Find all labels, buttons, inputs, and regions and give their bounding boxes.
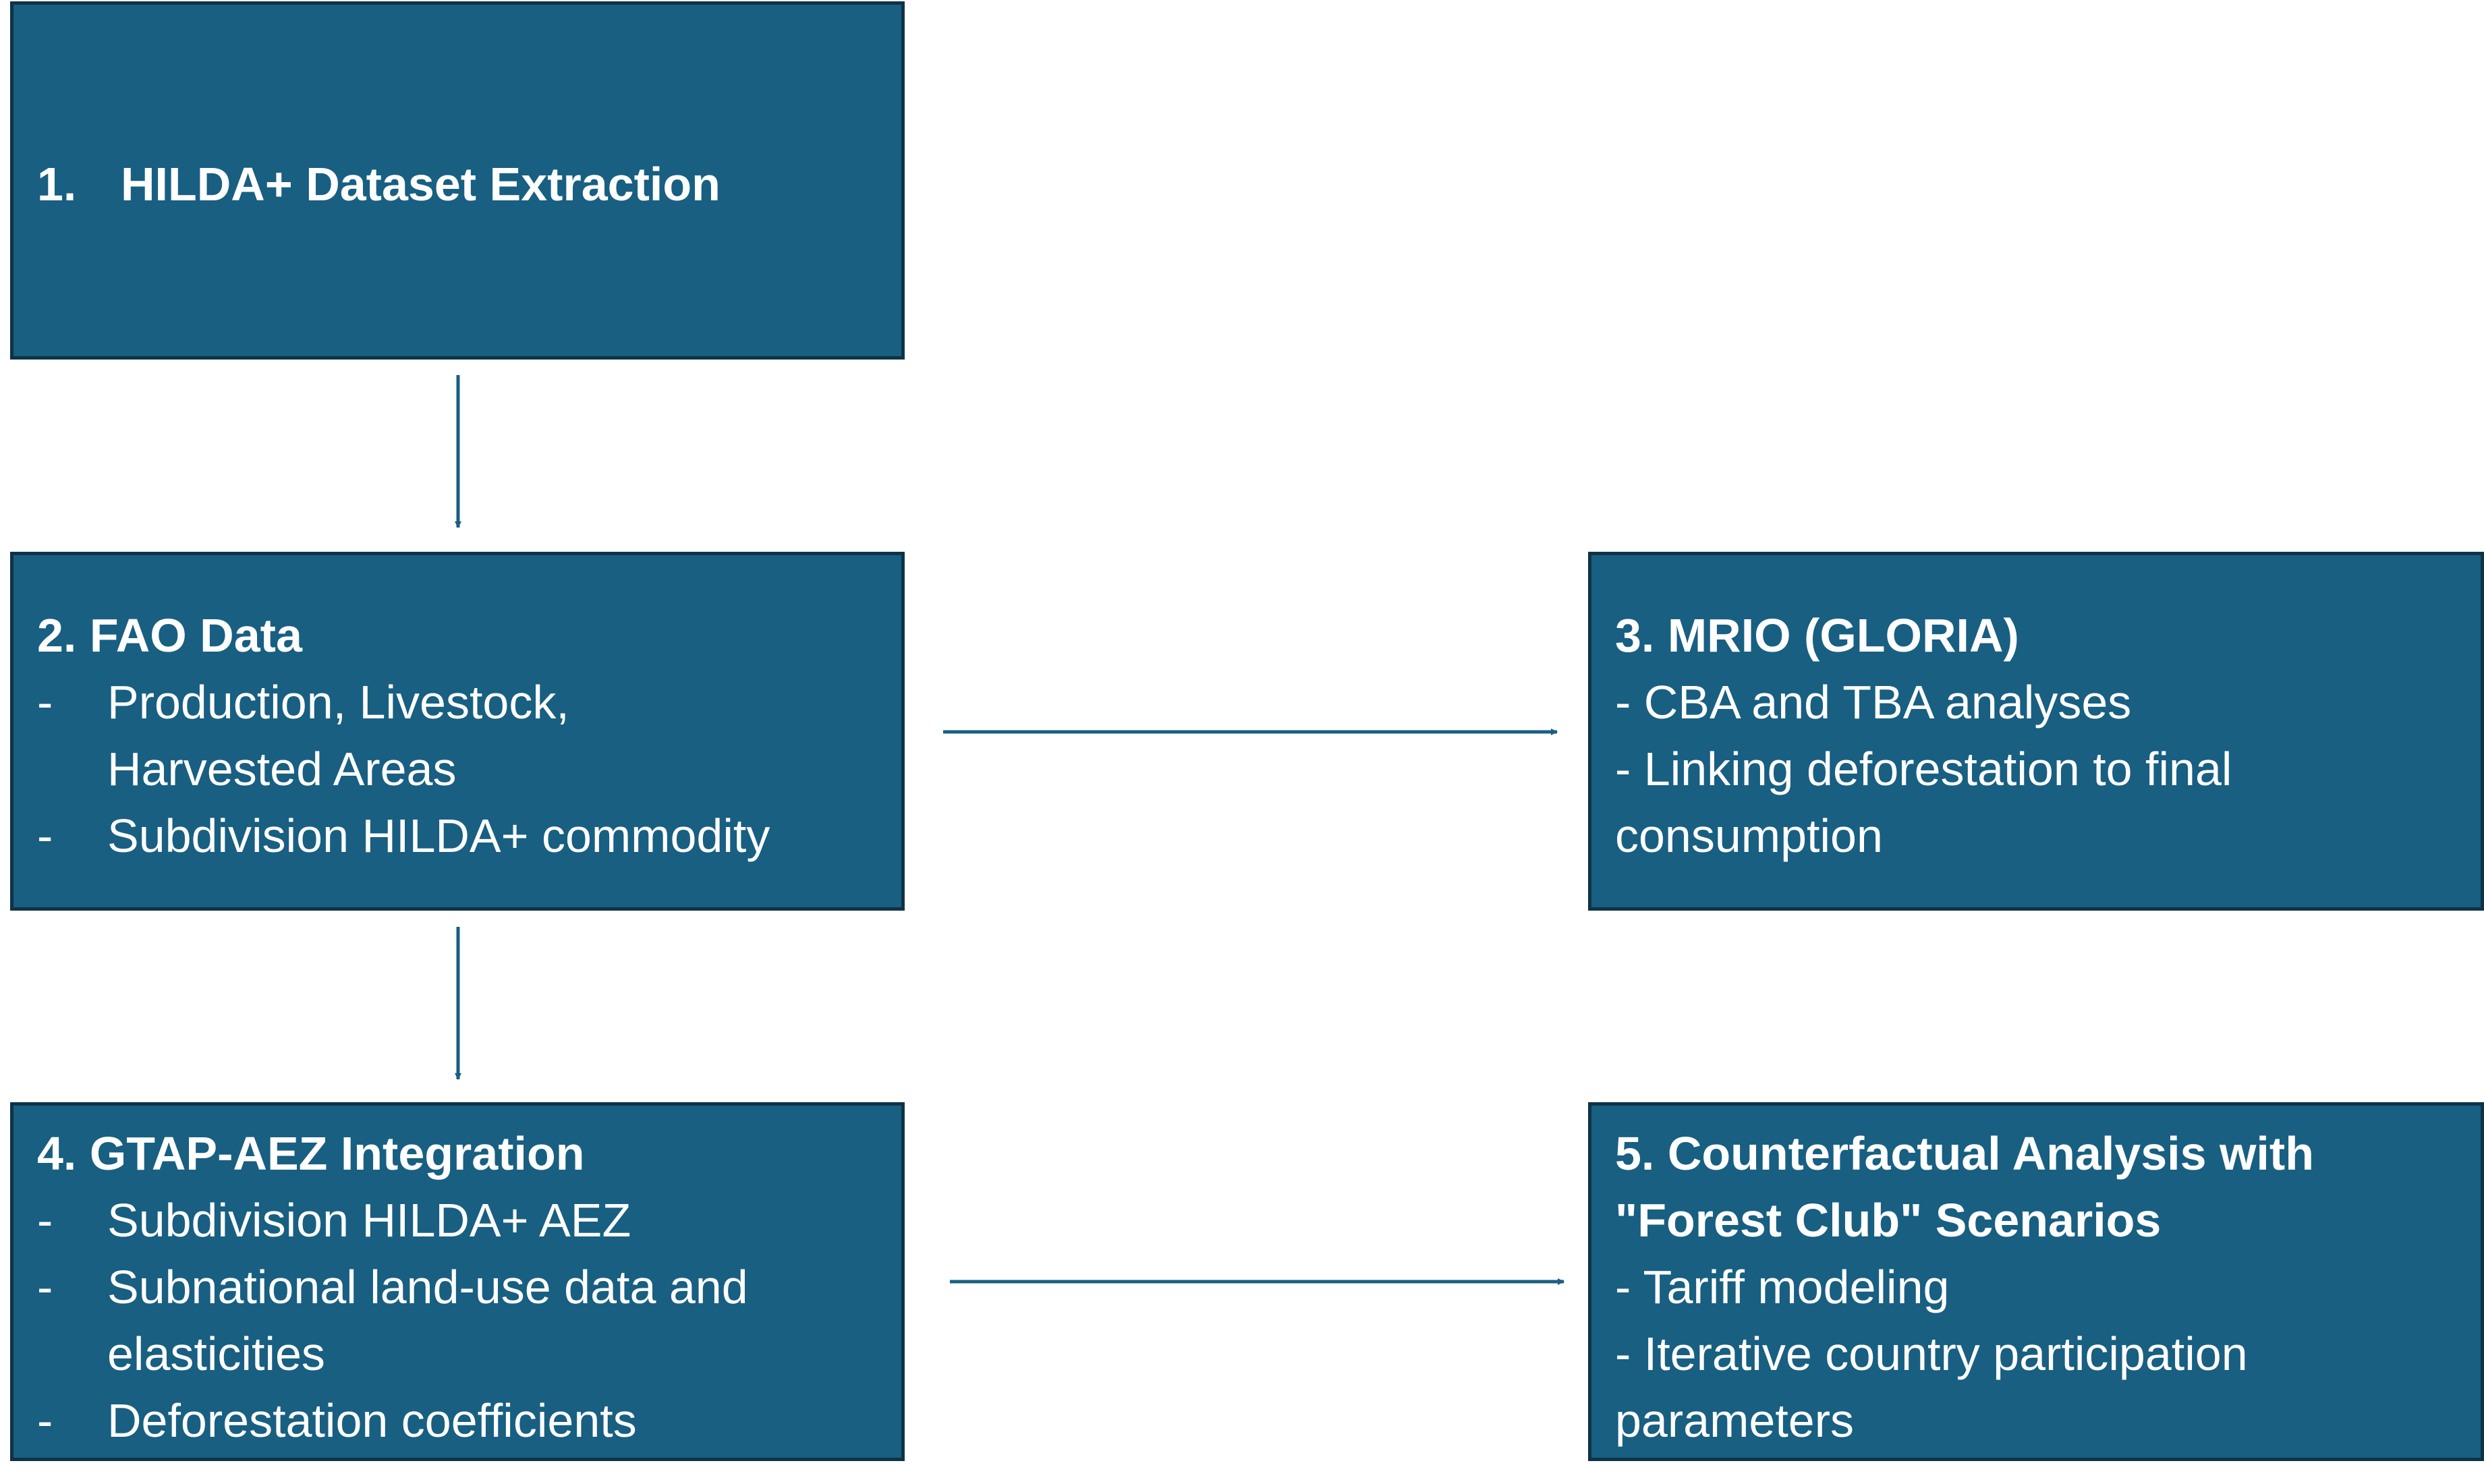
bullet-dash: - [37,1394,53,1447]
step-4-item: - Subdivision HILDA+ AEZ [37,1187,888,1254]
step-1-title-text: HILDA+ Dataset Extraction [121,158,721,210]
step-5-line: parameters [1615,1394,1855,1447]
step-4-item-line: elasticities [107,1328,325,1380]
step-4-gtap-box: 4. GTAP-AEZ Integration - Subdivision HI… [10,1102,905,1461]
step-4-title: 4. GTAP-AEZ Integration [37,1127,585,1180]
step-4-item-line: Subnational land-use data and [107,1261,748,1313]
step-4-item: - Deforestation coefficients [37,1388,888,1454]
step-3-mrio-box: 3. MRIO (GLORIA) - CBA and TBA analyses … [1588,552,2484,911]
step-5-counterfactual-box: 5. Counterfactual Analysis with "Forest … [1588,1102,2484,1461]
step-2-title: 2. FAO Data [37,609,302,662]
bullet-dash: - [37,809,53,862]
step-5-title-line: 5. Counterfactual Analysis with [1615,1127,2314,1180]
step-3-title: 3. MRIO (GLORIA) [1615,609,2019,662]
step-2-item: - Production, Livestock, Harvested Areas [37,669,888,803]
bullet-dash: - [37,1261,53,1313]
bullet-dash: - [37,1194,53,1247]
step-5-line: - Tariff modeling [1615,1261,1950,1313]
step-3-line: - Linking deforestation to final [1615,743,2232,795]
step-1-number: 1. [37,158,77,210]
step-4-item-line: Deforestation coefficients [107,1394,637,1447]
bullet-dash: - [37,676,53,729]
step-3-line: - CBA and TBA analyses [1615,676,2132,729]
step-2-item: - Subdivision HILDA+ commodity [37,803,888,869]
step-2-item-line: Production, Livestock, [107,676,569,729]
step-2-item-line: Subdivision HILDA+ commodity [107,809,770,862]
step-4-item: - Subnational land-use data and elastici… [37,1254,888,1388]
step-5-line: - Iterative country participation [1615,1328,2248,1380]
step-3-line: consumption [1615,809,1883,862]
step-5-title-line: "Forest Club" Scenarios [1615,1194,2162,1247]
step-2-fao-box: 2. FAO Data - Production, Livestock, Har… [10,552,905,911]
step-1-hilda-box: 1. HILDA+ Dataset Extraction [10,1,905,360]
step-4-item-line: Subdivision HILDA+ AEZ [107,1194,631,1247]
step-1-title: 1. HILDA+ Dataset Extraction [37,151,888,218]
step-2-item-line: Harvested Areas [107,743,457,795]
